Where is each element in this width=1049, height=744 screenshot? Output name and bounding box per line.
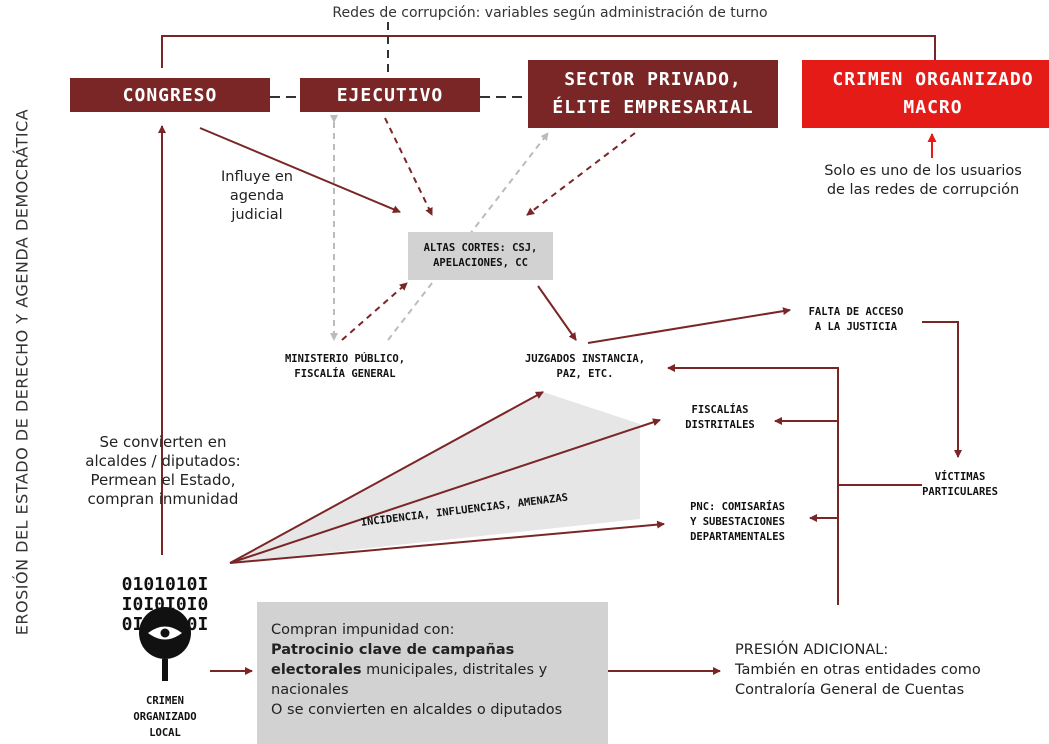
note-presion-line1: PRESIÓN ADICIONAL: xyxy=(735,642,889,658)
influence-fan xyxy=(230,392,640,563)
impunidad-line-last: O se convierten en alcaldes o diputados xyxy=(271,702,563,718)
node-pnc-line3: DEPARTAMENTALES xyxy=(690,531,785,543)
node-crimen-macro: CRIMEN ORGANIZADO MACRO xyxy=(802,60,1049,128)
svg-text:I0I0I0I0: I0I0I0I0 xyxy=(122,594,209,615)
arrow-privado-cortes xyxy=(526,132,636,216)
node-falta-acceso-line1: FALTA DE ACCESO xyxy=(808,306,904,318)
impunidad-bold: Patrocinio clave de campañas electorales xyxy=(271,642,515,678)
arrow-local-juzgados xyxy=(229,391,544,564)
node-pnc-line2: Y SUBESTACIONES xyxy=(690,516,785,528)
note-se-convierten-line3: Permean el Estado, xyxy=(90,471,236,489)
impunidad-box: Compran impunidad con: Patrocinio clave … xyxy=(257,602,608,744)
node-crimen-macro-line1: CRIMEN ORGANIZADO xyxy=(832,69,1034,90)
impunidad-paragraph: Patrocinio clave de campañas electorales… xyxy=(271,640,594,700)
note-solo-usuario: Solo es uno de los usuarios de las redes… xyxy=(798,162,1048,200)
note-influye: Influye en agenda judicial xyxy=(198,168,316,225)
svg-text:0101010I: 0101010I xyxy=(122,574,209,595)
node-fiscalias-line1: FISCALÍAS xyxy=(691,404,749,416)
node-sector-privado-line2: ÉLITE EMPRESARIAL xyxy=(552,97,754,118)
node-sector-privado-line1: SECTOR PRIVADO, xyxy=(564,69,742,90)
arrow-ministerio-cortes xyxy=(341,282,408,341)
impunidad-rest: municipales, distritales y nacionales xyxy=(271,662,548,698)
arrow-falta-victimas xyxy=(922,321,962,458)
arrow-local-fiscalias xyxy=(229,418,661,564)
note-presion-line2: También en otras entidades como xyxy=(735,662,981,678)
note-presion-line3: Contraloría General de Cuentas xyxy=(735,682,965,698)
node-altas-cortes-line2: APELACIONES, CC xyxy=(433,257,528,269)
node-ministerio: MINISTERIO PÚBLICO, FISCALÍA GENERAL xyxy=(270,352,420,382)
node-sector-privado: SECTOR PRIVADO, ÉLITE EMPRESARIAL xyxy=(528,60,778,128)
top-bracket xyxy=(161,35,936,68)
note-se-convierten-line1: Se convierten en xyxy=(99,433,227,451)
arrow-congreso-cortes xyxy=(199,127,401,213)
node-juzgados: JUZGADOS INSTANCIA, PAZ, ETC. xyxy=(510,352,660,382)
node-crimen-local-line2: ORGANIZADO xyxy=(133,711,197,723)
node-crimen-local-line3: LOCAL xyxy=(149,727,181,739)
note-se-convierten-line4: compran inmunidad xyxy=(87,490,239,508)
node-altas-cortes-line1: ALTAS CORTES: CSJ, xyxy=(423,242,538,254)
note-se-convierten-line2: alcaldes / diputados: xyxy=(85,452,241,470)
node-ministerio-line2: FISCALÍA GENERAL xyxy=(294,368,396,380)
node-crimen-local-line1: CRIMEN xyxy=(146,695,184,707)
node-pnc-line1: PNC: COMISARÍAS xyxy=(690,501,785,513)
node-pnc: PNC: COMISARÍAS Y SUBESTACIONES DEPARTAM… xyxy=(665,500,810,545)
node-congreso: CONGRESO xyxy=(70,78,270,112)
note-influye-line3: judicial xyxy=(231,207,283,223)
note-solo-line1: Solo es uno de los usuarios xyxy=(824,163,1022,179)
node-falta-acceso: FALTA DE ACCESO A LA JUSTICIA xyxy=(786,305,926,335)
impunidad-line1: Compran impunidad con: xyxy=(271,622,455,638)
node-altas-cortes: ALTAS CORTES: CSJ, APELACIONES, CC xyxy=(408,232,553,280)
node-juzgados-line1: JUZGADOS INSTANCIA, xyxy=(524,353,646,365)
node-crimen-local: CRIMEN ORGANIZADO LOCAL xyxy=(115,693,215,741)
top-note: Redes de corrupción: variables según adm… xyxy=(332,5,768,21)
note-solo-line2: de las redes de corrupción xyxy=(826,182,1020,198)
node-juzgados-line2: PAZ, ETC. xyxy=(556,368,614,380)
arrow-ejecutivo-cortes xyxy=(384,117,433,216)
side-label: EROSIÓN DEL ESTADO DE DERECHO Y AGENDA D… xyxy=(12,108,32,636)
node-crimen-macro-line2: MACRO xyxy=(903,97,963,118)
note-influye-line1: Influye en xyxy=(220,169,293,185)
crimen-local-icon: 0101010I I0I0I0I0 0I0I0I0I xyxy=(122,574,209,681)
bracket-victimas xyxy=(668,367,839,605)
arrow-cortes-juzgados xyxy=(537,285,577,341)
node-victimas-line2: PARTICULARES xyxy=(922,486,998,498)
arrow-local-pnc xyxy=(229,520,665,564)
note-presion: PRESIÓN ADICIONAL: También en otras enti… xyxy=(735,640,1045,700)
node-falta-acceso-line2: A LA JUSTICIA xyxy=(814,321,898,333)
node-fiscalias: FISCALÍAS DISTRITALES xyxy=(665,403,775,433)
node-victimas: VÍCTIMAS PARTICULARES xyxy=(905,470,1015,500)
node-ejecutivo: EJECUTIVO xyxy=(300,78,480,112)
node-fiscalias-line2: DISTRITALES xyxy=(685,419,755,431)
node-ministerio-line1: MINISTERIO PÚBLICO, xyxy=(284,353,406,365)
arrow-juzgados-falta xyxy=(587,307,791,344)
node-victimas-line1: VÍCTIMAS xyxy=(934,471,986,483)
note-se-convierten: Se convierten en alcaldes / diputados: P… xyxy=(80,433,246,509)
note-influye-line2: agenda xyxy=(229,188,285,204)
